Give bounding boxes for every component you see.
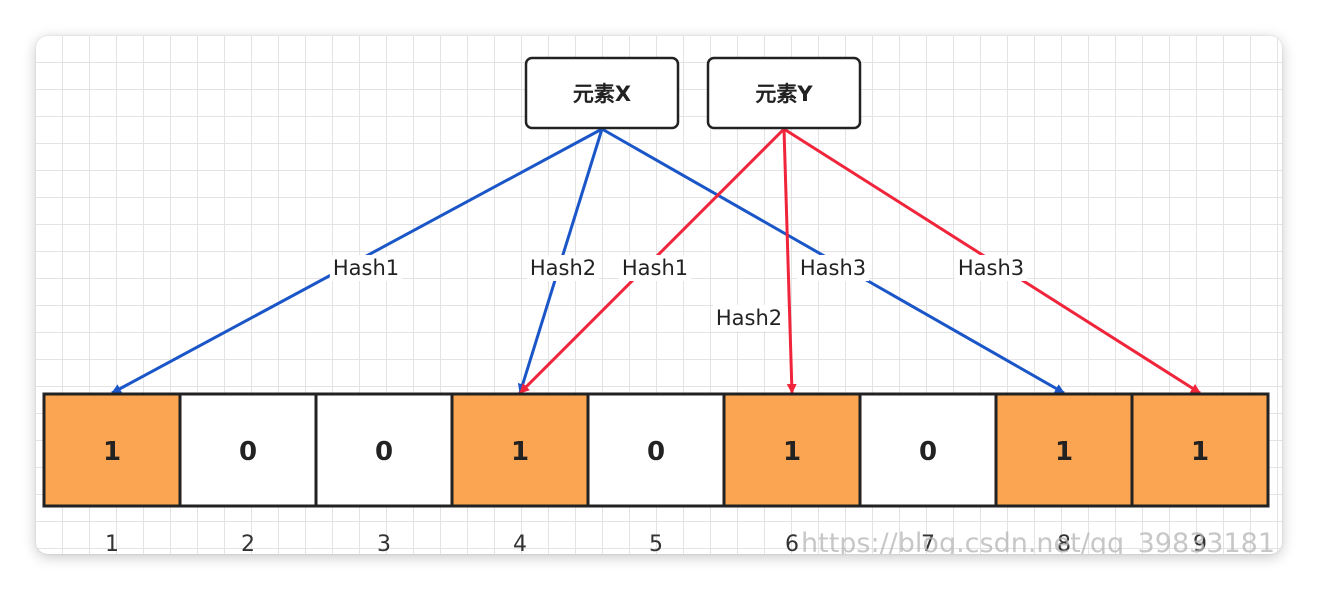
- edge-x-hash1-label: Hash1: [333, 256, 399, 280]
- watermark-text: https://blog.csdn.net/qq_39833181: [801, 528, 1275, 554]
- edge-label-background: [618, 255, 692, 281]
- bit-value-9: 1: [1191, 437, 1209, 467]
- index-label-1: 1: [105, 532, 119, 554]
- bit-cell-1: [42, 392, 182, 508]
- bit-value-3: 0: [375, 437, 393, 467]
- edge-x-hash3-label: Hash3: [800, 256, 866, 280]
- edge-y-hash2-arrow: [782, 128, 797, 394]
- bit-cell-2: [178, 392, 318, 508]
- index-label-4: 4: [513, 532, 527, 554]
- bit-array: 1 1 0 2 0 3 1 4 0 5 1 6 0 7 1 8 1 9: [42, 392, 1270, 554]
- edge-y-hash2-label: Hash2: [716, 306, 782, 330]
- index-label-9: 9: [1193, 532, 1207, 554]
- index-label-3: 3: [377, 532, 391, 554]
- edge-label-background: [526, 255, 600, 281]
- edge-label-background: [712, 305, 786, 331]
- index-label-7: 7: [921, 532, 935, 554]
- element-y-node: 元素Y: [706, 56, 862, 130]
- edge-x-hash2-label: Hash2: [530, 256, 596, 280]
- element-x-node: 元素X: [524, 56, 680, 130]
- bit-value-5: 0: [647, 437, 665, 467]
- element-y-label: 元素Y: [755, 82, 813, 106]
- bit-value-6: 1: [783, 437, 801, 467]
- bit-cell-6: [722, 392, 862, 508]
- element-x-label: 元素X: [573, 82, 631, 106]
- edge-y-hash3-label: Hash3: [958, 256, 1024, 280]
- bit-cell-5: [586, 392, 726, 508]
- edge-label-background: [954, 255, 1028, 281]
- index-label-5: 5: [649, 532, 663, 554]
- bit-value-1: 1: [103, 437, 121, 467]
- bit-value-2: 0: [239, 437, 257, 467]
- bit-cell-7: [858, 392, 998, 508]
- index-label-8: 8: [1057, 532, 1071, 554]
- bit-value-4: 1: [511, 437, 529, 467]
- bit-value-8: 1: [1055, 437, 1073, 467]
- index-label-2: 2: [241, 532, 255, 554]
- edge-label-background: [796, 255, 870, 281]
- element-x-box: [524, 56, 680, 130]
- edge-label-background: [329, 255, 403, 281]
- bit-value-7: 0: [919, 437, 937, 467]
- element-y-box: [706, 56, 862, 130]
- bit-cell-9: [1130, 392, 1270, 508]
- index-label-6: 6: [785, 532, 799, 554]
- edge-y-hash1-label: Hash1: [622, 256, 688, 280]
